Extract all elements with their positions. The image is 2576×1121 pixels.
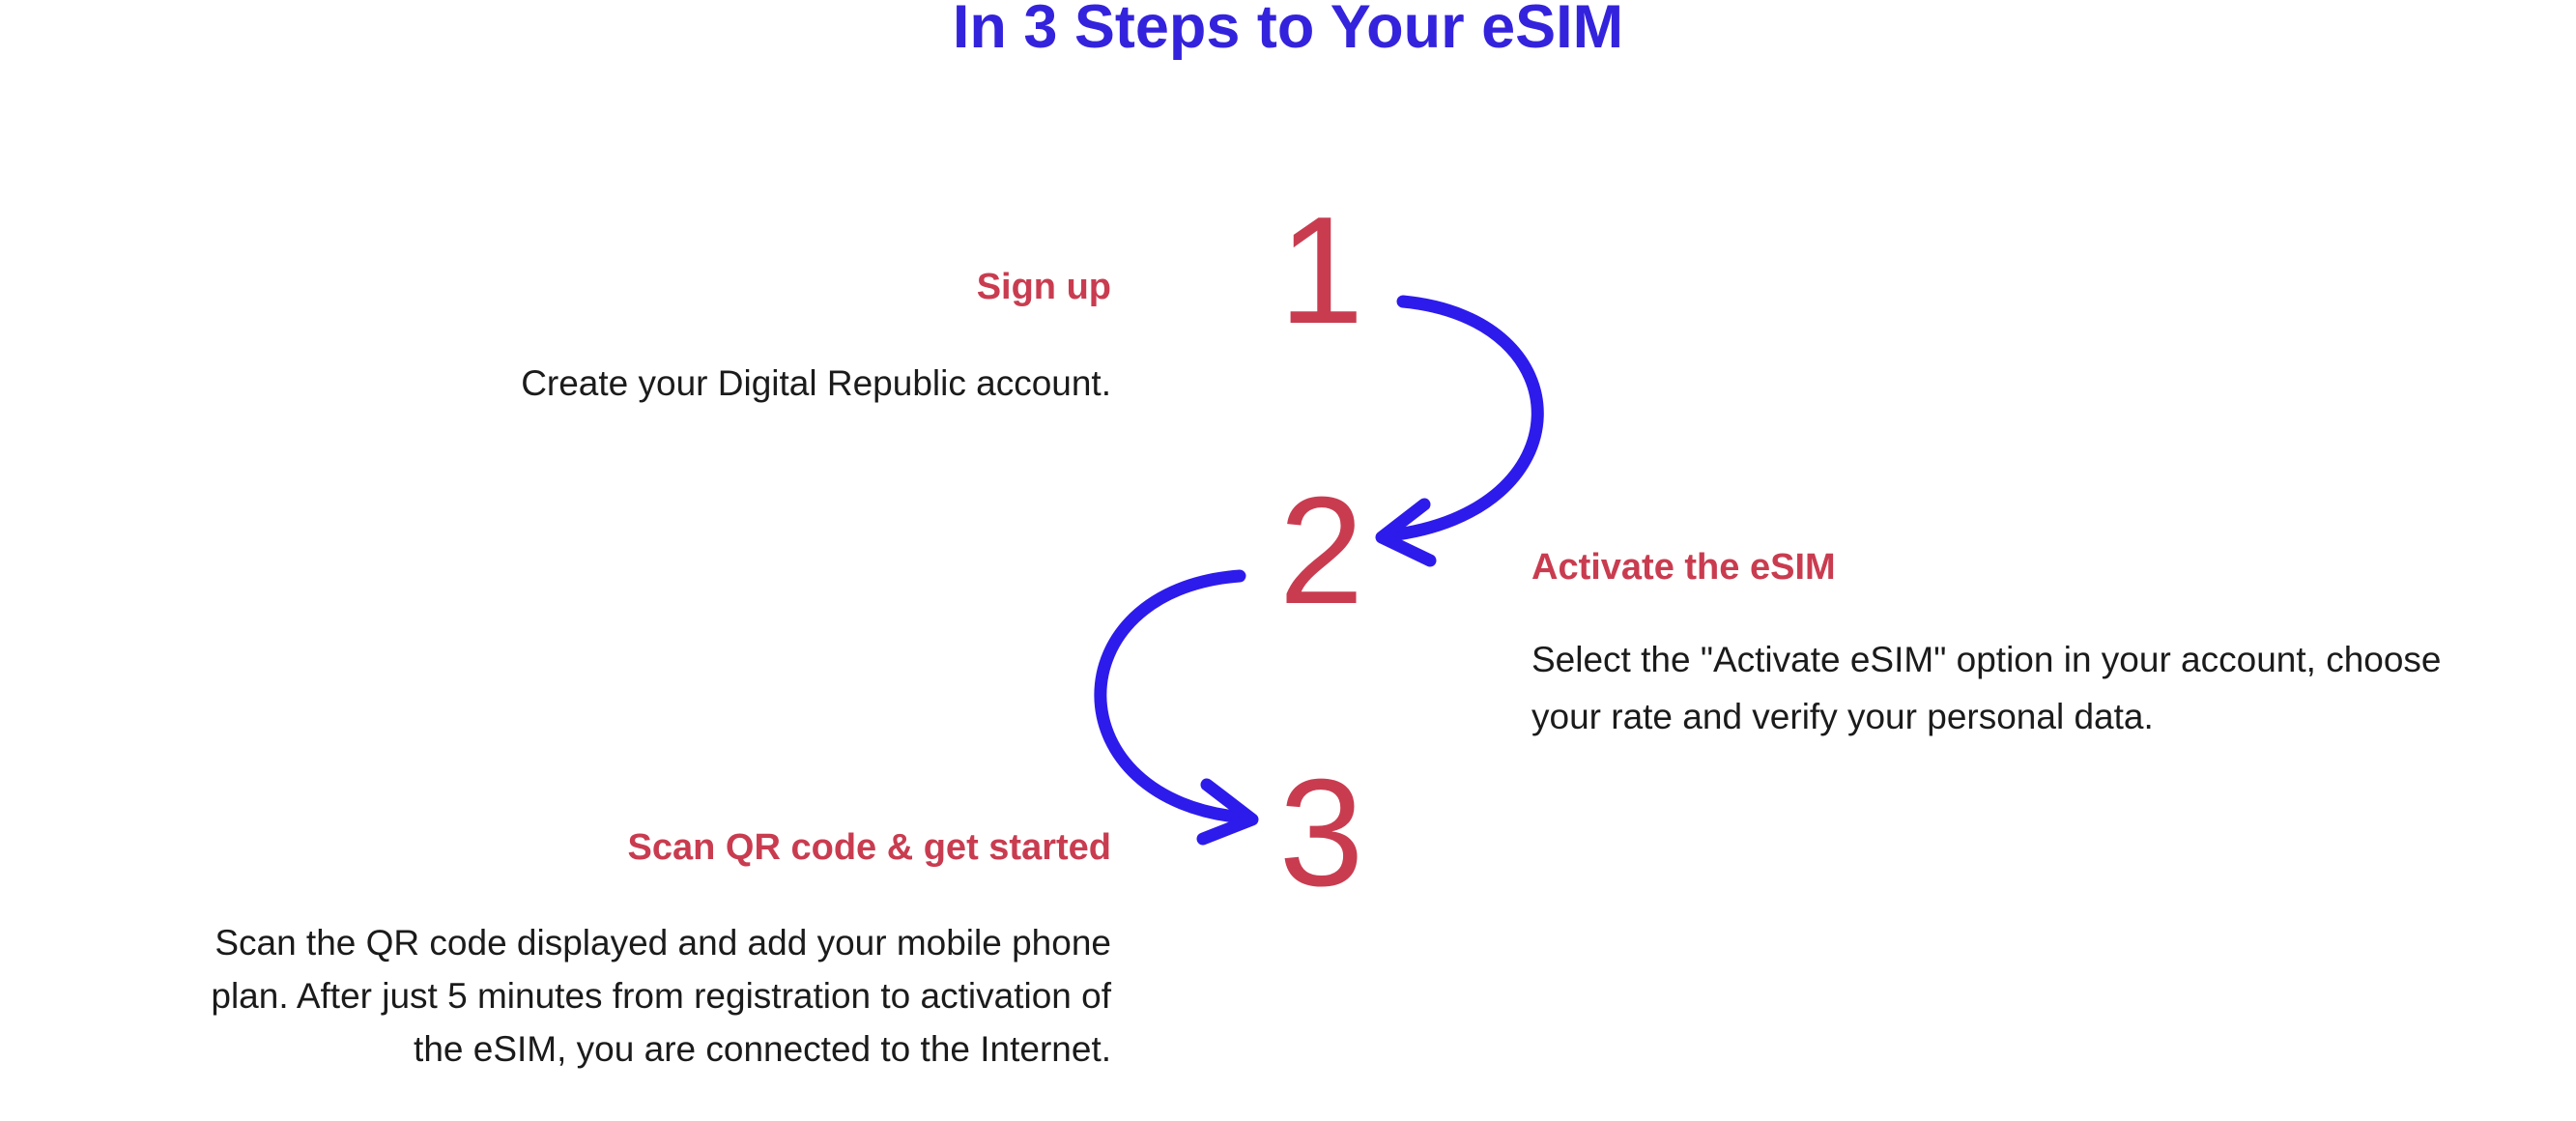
step3-description: Scan the QR code displayed and add your … [211,916,1111,1076]
step3-number: 3 [1278,748,1364,918]
step2-number: 2 [1278,466,1364,636]
text-line: Select the "Activate eSIM" option in you… [1531,640,2442,679]
step3-label: Scan QR code & get started [627,827,1111,868]
step1-number: 1 [1278,186,1364,356]
text-line: plan. After just 5 minutes from registra… [211,976,1111,1016]
text-line: your rate and verify your personal data. [1531,697,2154,736]
text-line: Create your Digital Republic account. [521,363,1111,403]
step1-label: Sign up [976,267,1111,307]
step2-description: Select the "Activate eSIM" option in you… [1531,631,2442,745]
step1-description: Create your Digital Republic account. [521,356,1111,411]
arrow-step2-to-step3-icon [1094,569,1259,846]
section-title: In 3 Steps to Your eSIM [952,0,1624,61]
text-line: Scan the QR code displayed and add your … [215,923,1111,963]
text-line: the eSIM, you are connected to the Inter… [414,1029,1111,1069]
step2-label: Activate the eSIM [1531,547,1836,588]
